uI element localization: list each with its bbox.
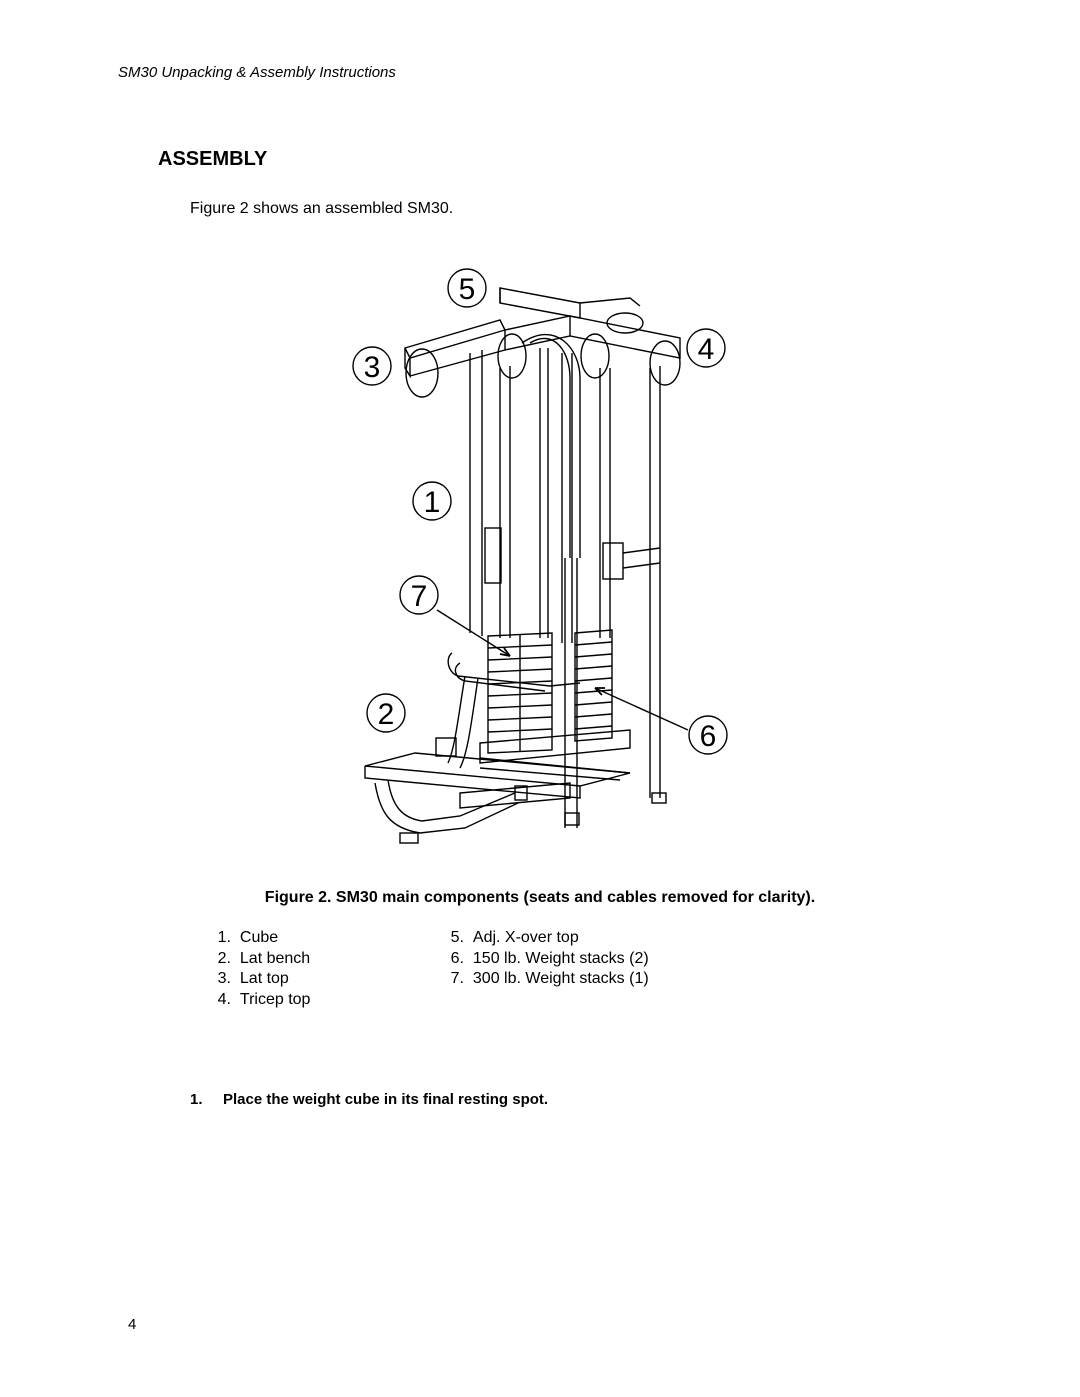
intro-paragraph: Figure 2 shows an assembled SM30. [190,200,454,217]
weight-stacks-drawing [479,629,631,764]
legend-number: 2. [217,949,231,967]
callout-1-label: 1 [424,486,441,519]
figure-caption: Figure 2. SM30 main components (seats an… [264,889,816,906]
legend-number: 6. [450,949,464,967]
legend-item: 6. 150 lb. Weight stacks (2) [428,949,649,970]
callout-5-label: 5 [459,273,476,306]
legend-number: 5. [450,929,464,946]
legend-number: 3. [217,970,231,987]
leader-line-7-arrow [499,647,511,657]
section-title: ASSEMBLY [158,148,268,170]
legend-label: 150 lb. Weight stacks (2) [472,949,649,967]
callout-4-label: 4 [698,333,715,366]
lat-bench-drawing [364,652,667,844]
page-number: 4 [128,1316,137,1333]
leader-line-6 [594,687,689,731]
legend-item: 5. Adj. X-over top [428,928,649,949]
callout-6: 6 [688,715,728,755]
callout-6-label: 6 [700,720,717,753]
callout-2: 2 [366,693,406,733]
legend-label: Lat top [239,970,289,987]
callout-7: 7 [399,575,439,615]
legend-number: 4. [217,990,231,1008]
component-legend-column-1: 1. Cube 2. Lat bench 3. Lat top 4. Trice… [195,928,311,1011]
upright-posts-drawing [469,333,661,828]
legend-label: 300 lb. Weight stacks (1) [472,970,649,987]
callout-3: 3 [352,346,392,386]
legend-number: 7. [450,970,464,987]
callout-2-label: 2 [378,698,395,731]
leader-line-6-arrow [594,687,605,696]
top-frame-drawing [403,287,681,398]
component-legend-column-2: 5. Adj. X-over top 6. 150 lb. Weight sta… [428,928,649,990]
callout-3-label: 3 [364,351,381,384]
legend-label: Adj. X-over top [472,929,579,946]
legend-item: 3. Lat top [195,969,310,990]
assembly-step-1: 1. Place the weight cube in its final res… [190,1091,548,1108]
sm30-assembly-figure: 5 3 4 1 7 2 6 [352,268,728,844]
legend-label: Cube [239,929,279,946]
step-text: Place the weight cube in its final resti… [223,1091,549,1108]
legend-item: 1. Cube [195,928,310,949]
legend-item: 4. Tricep top [195,990,311,1011]
leader-line-7 [436,609,511,657]
legend-label: Tricep top [239,990,311,1008]
step-number: 1. [190,1091,203,1108]
running-header: SM30 Unpacking & Assembly Instructions [118,64,396,81]
callout-4: 4 [686,328,726,368]
legend-number: 1. [217,929,231,946]
legend-label: Lat bench [239,949,311,967]
legend-item: 7. 300 lb. Weight stacks (1) [428,969,649,990]
callout-7-label: 7 [411,580,428,613]
legend-item: 2. Lat bench [195,949,311,970]
callout-5: 5 [447,268,487,308]
callout-1: 1 [412,481,452,521]
